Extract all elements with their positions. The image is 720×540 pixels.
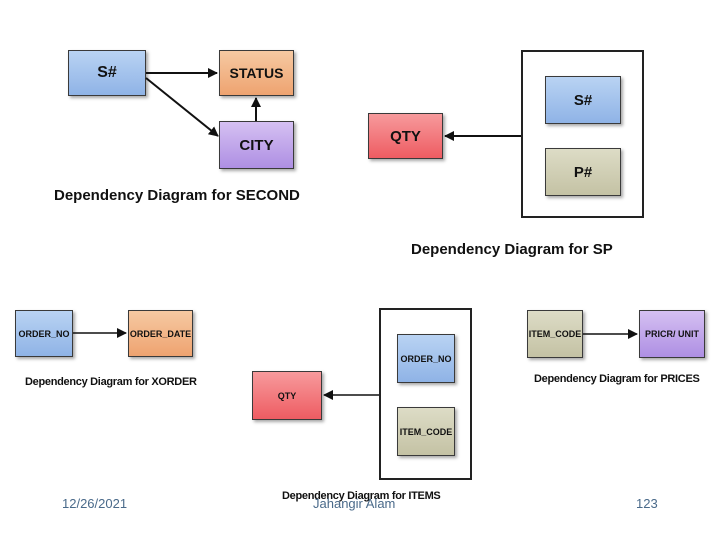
arrow-s-to-city [145, 77, 219, 137]
items-caption: Dependency Diagram for ITEMS [282, 490, 441, 502]
prices-caption: Dependency Diagram for PRICES [534, 373, 700, 385]
sp-caption: Dependency Diagram for SP [411, 241, 613, 258]
sp-s-node: S# [545, 76, 621, 124]
xorder-caption: Dependency Diagram for XORDER [25, 376, 197, 388]
second-status-node: STATUS [219, 50, 294, 96]
footer-date: 12/26/2021 [62, 496, 128, 511]
items-item-code-node: ITEM_CODE [397, 407, 455, 456]
prices-price-unit-node: PRICR/ UNIT [639, 310, 705, 358]
prices-item-code-node: ITEM_CODE [527, 310, 583, 358]
footer-page-number: 123 [636, 496, 658, 511]
xorder-order-date-node: ORDER_DATE [128, 310, 193, 357]
items-qty-node: QTY [252, 371, 322, 420]
sp-qty-node: QTY [368, 113, 443, 159]
items-order-no-node: ORDER_NO [397, 334, 455, 383]
second-s-node: S# [68, 50, 146, 96]
second-city-node: CITY [219, 121, 294, 169]
second-caption: Dependency Diagram for SECOND [54, 187, 300, 204]
sp-p-node: P# [545, 148, 621, 196]
xorder-order-no-node: ORDER_NO [15, 310, 73, 357]
footer-author: Jahangir Alam [313, 496, 396, 511]
